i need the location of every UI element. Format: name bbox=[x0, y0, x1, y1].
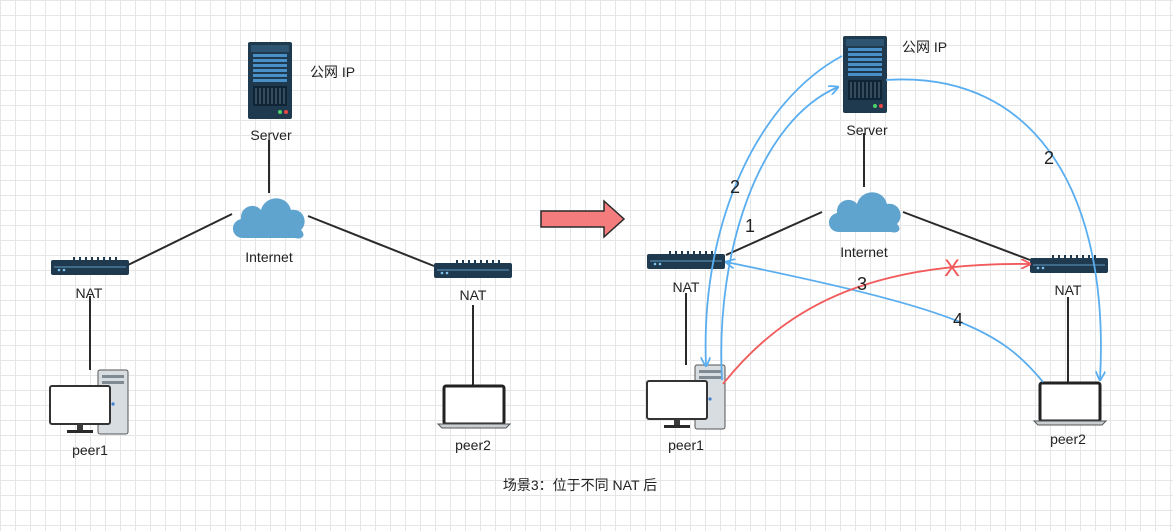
flow-peer1-to-nat2-blocked bbox=[722, 264, 1030, 385]
internet-label: Internet bbox=[840, 244, 888, 260]
step-label: 4 bbox=[953, 310, 963, 330]
public-ip-label: 公网 IP bbox=[902, 39, 947, 55]
blocked-mark: X bbox=[944, 255, 960, 282]
diagram-caption: 场景3：位于不同 NAT 后 bbox=[503, 477, 657, 493]
link-internet-nat2-left bbox=[307, 215, 435, 267]
left-topology: 公网 IP Server Internet NAT NAT peer1 peer… bbox=[49, 41, 512, 458]
flow-peer2-to-nat1 bbox=[726, 262, 1044, 383]
nat1-label: NAT bbox=[76, 285, 103, 301]
step-label: 2 bbox=[730, 177, 740, 197]
desktop-computer-icon bbox=[646, 364, 726, 430]
server-icon bbox=[247, 41, 293, 120]
public-ip-label: 公网 IP bbox=[310, 64, 355, 80]
right-arrow-icon bbox=[540, 199, 626, 239]
peer1-label: peer1 bbox=[72, 442, 108, 458]
router-icon bbox=[1030, 255, 1108, 273]
peer2-label: peer2 bbox=[455, 437, 491, 453]
server-label: Server bbox=[846, 122, 888, 138]
nat1-label: NAT bbox=[673, 279, 700, 295]
server-label: Server bbox=[250, 127, 292, 143]
flow-peer1-to-server bbox=[720, 87, 838, 381]
peer2-label: peer2 bbox=[1050, 431, 1086, 447]
laptop-icon bbox=[1032, 381, 1108, 427]
desktop-computer-icon bbox=[49, 369, 129, 435]
router-icon bbox=[434, 260, 512, 278]
laptop-icon bbox=[436, 384, 512, 430]
cloud-icon bbox=[828, 192, 901, 233]
server-icon bbox=[842, 35, 888, 114]
link-internet-nat2-right bbox=[902, 211, 1031, 261]
nat2-label: NAT bbox=[1055, 282, 1082, 298]
nat2-label: NAT bbox=[460, 287, 487, 303]
flow-server-to-peer1 bbox=[706, 55, 843, 366]
internet-label: Internet bbox=[245, 249, 293, 265]
step-label: 1 bbox=[745, 216, 755, 236]
router-icon bbox=[51, 257, 129, 275]
link-nat1-internet-left bbox=[127, 213, 233, 266]
right-topology: 公网 IP Server Internet NAT NAT peer1 peer… bbox=[646, 35, 1108, 453]
link-nat1-internet-right bbox=[725, 211, 823, 256]
step-label: 2 bbox=[1044, 148, 1054, 168]
cloud-icon bbox=[232, 198, 305, 239]
step-label: 3 bbox=[857, 274, 867, 294]
flow-server-to-peer2 bbox=[885, 78, 1101, 380]
peer1-label: peer1 bbox=[668, 437, 704, 453]
